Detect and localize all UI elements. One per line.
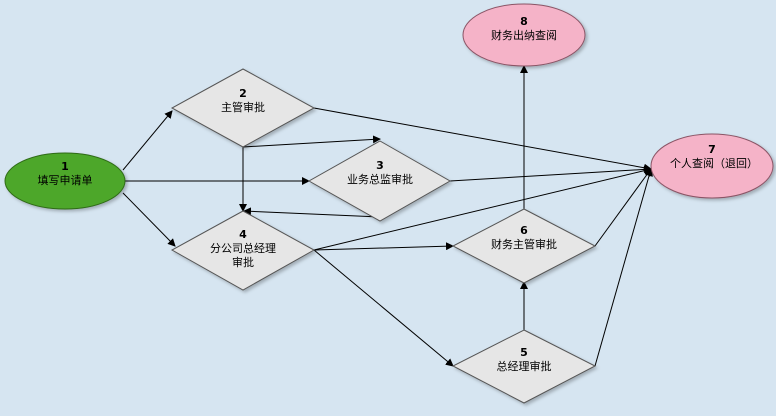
node-3-shape[interactable] — [307, 140, 452, 222]
edge-2-7 — [313, 107, 652, 172]
edge-5-7 — [594, 168, 653, 367]
node-5-shape[interactable] — [451, 329, 597, 404]
edge-2-3 — [242, 135, 381, 148]
edge-1-2 — [122, 110, 173, 171]
node-6-shape[interactable] — [451, 208, 597, 284]
edge-4-7 — [313, 166, 652, 251]
edge-1-4 — [122, 192, 176, 247]
node-7-shape[interactable] — [650, 133, 774, 199]
edge-3-7 — [449, 165, 652, 182]
edge-4-5 — [313, 249, 454, 367]
edge-3-4 — [243, 207, 381, 218]
node-1-shape[interactable] — [4, 152, 126, 210]
edge-6-7 — [594, 168, 652, 247]
edge-4-6 — [313, 242, 454, 251]
node-4-shape[interactable] — [170, 210, 316, 291]
node-8-shape[interactable] — [462, 3, 586, 67]
node-2-shape[interactable] — [170, 68, 316, 148]
